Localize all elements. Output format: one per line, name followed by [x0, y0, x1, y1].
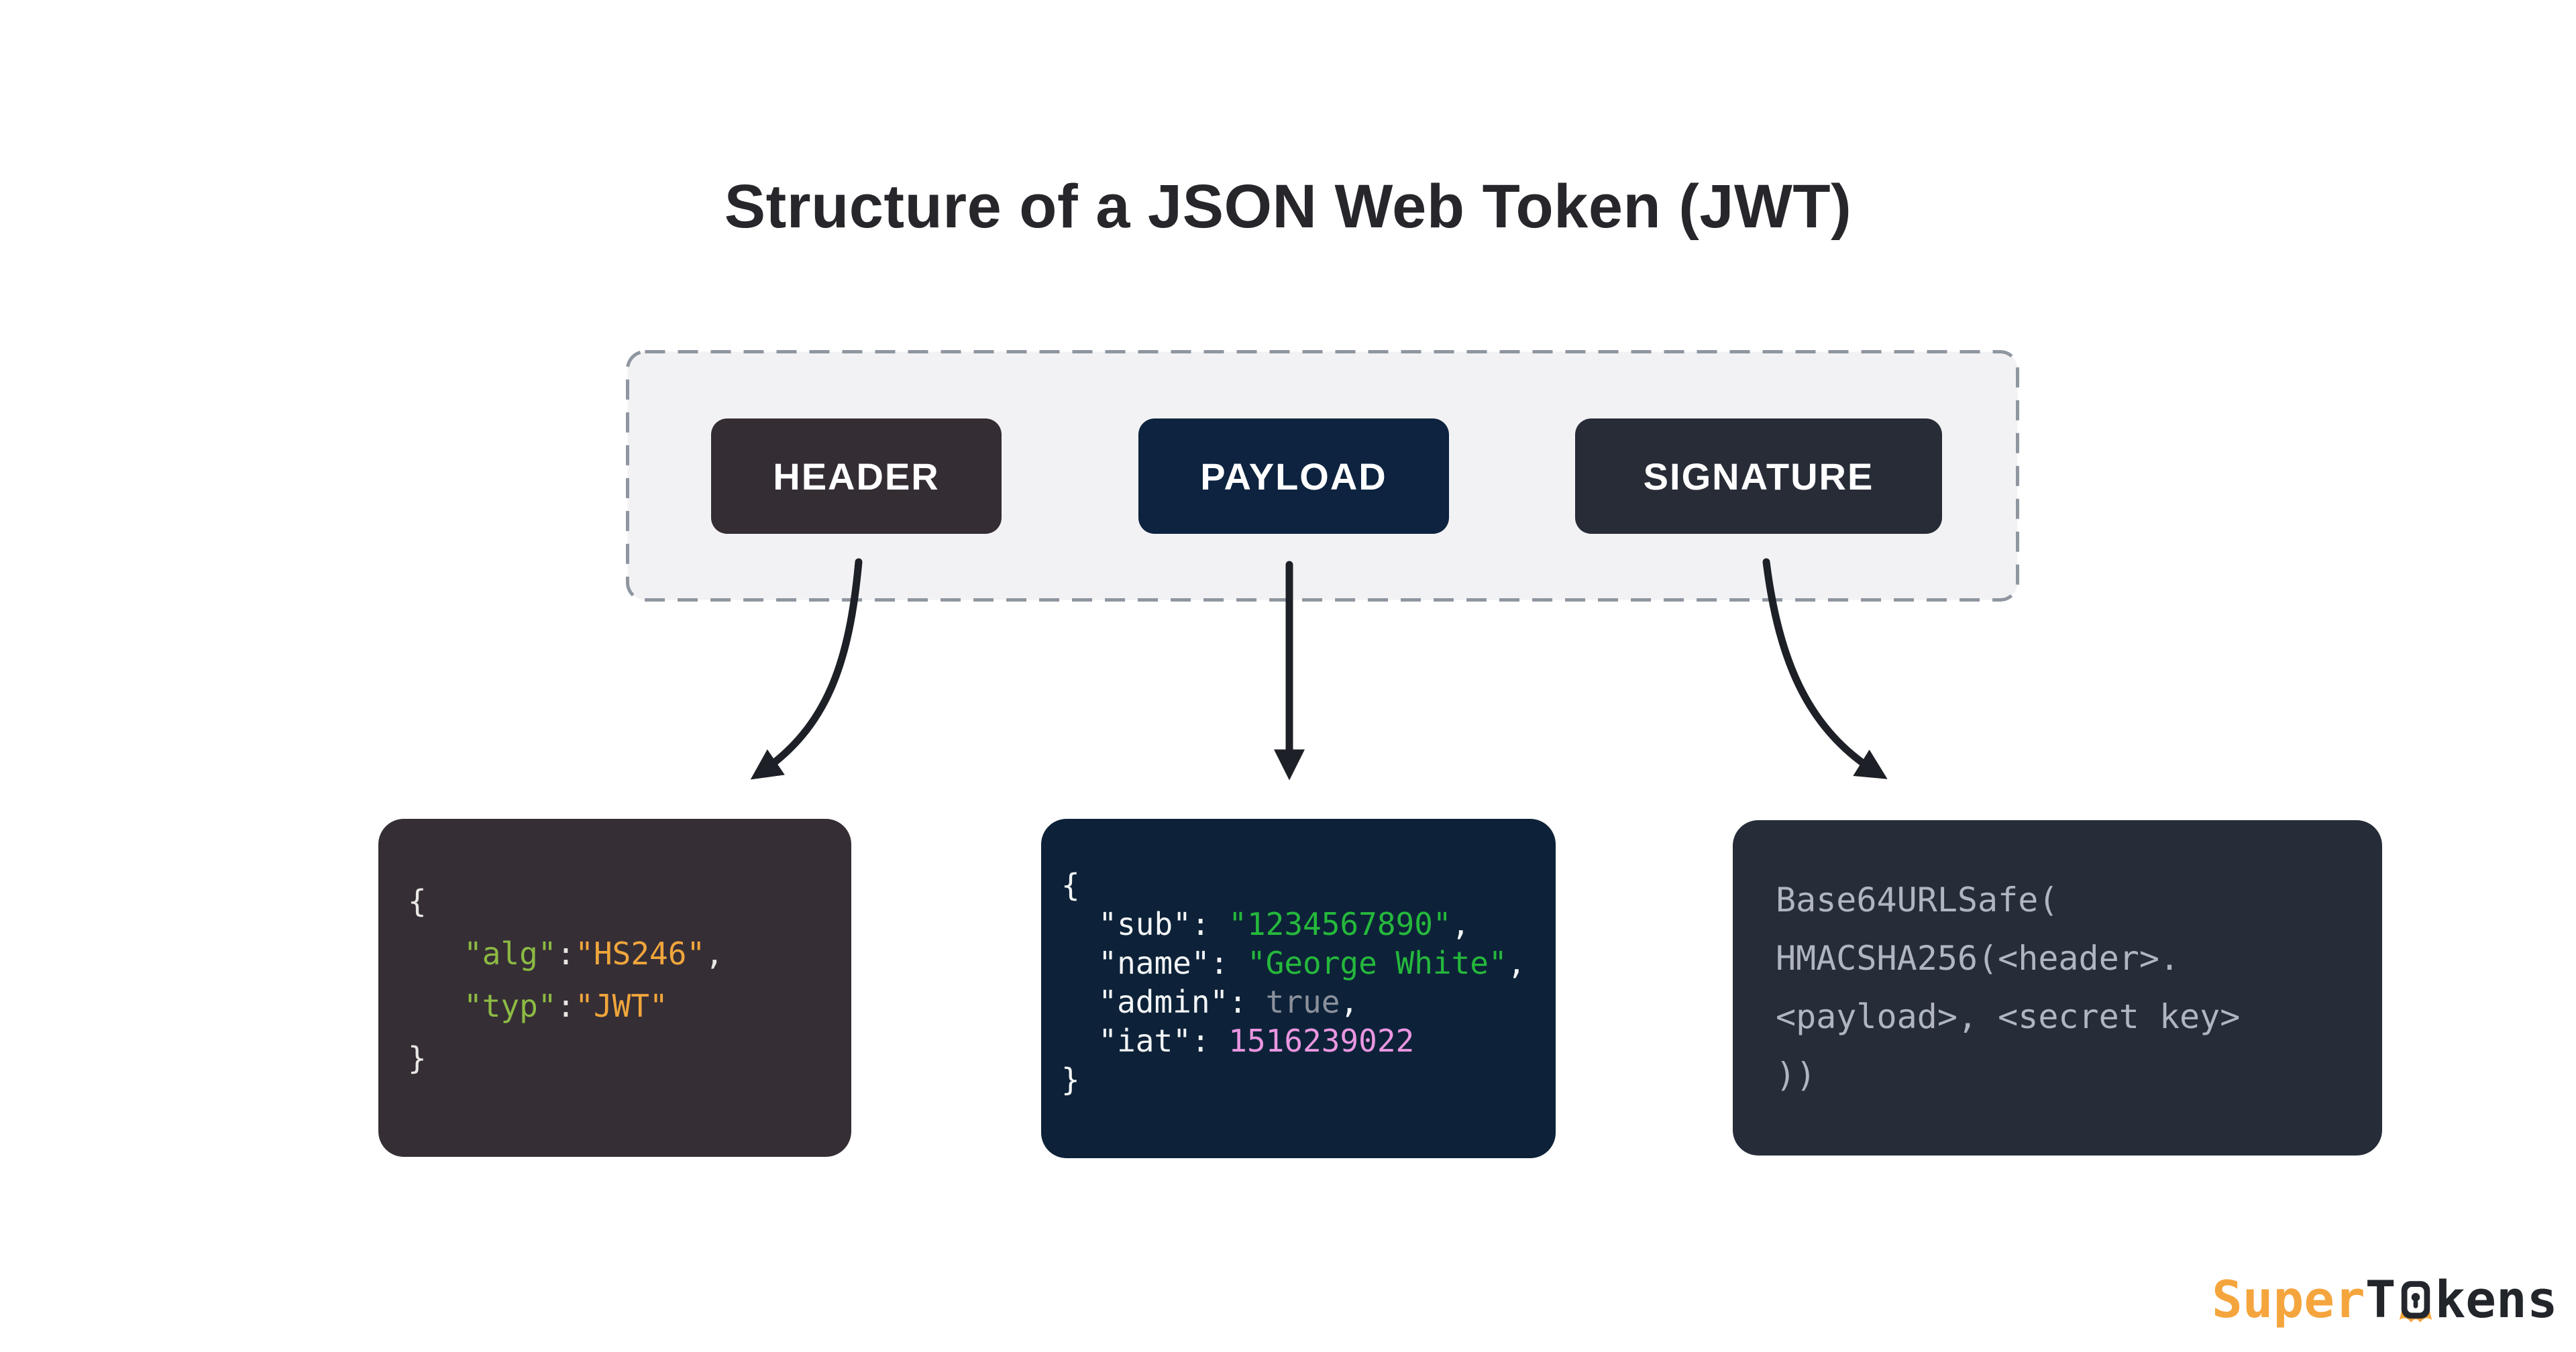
code-line: "alg":"HS246", [408, 927, 838, 980]
code-token: : [1191, 1023, 1229, 1059]
code-token: "sub" [1098, 906, 1191, 942]
code-token: : [1228, 984, 1266, 1020]
page-title: Structure of a JSON Web Token (JWT) [724, 172, 1852, 241]
code-token [1061, 906, 1098, 942]
code-line: "iat": 1516239022 [1061, 1021, 1542, 1060]
code-token: "alg" [464, 936, 557, 972]
code-line: } [408, 1032, 838, 1084]
code-token: Base64URLSafe( [1776, 881, 2059, 919]
code-token: <payload>, <secret key> [1776, 997, 2241, 1036]
code-token: "iat" [1098, 1023, 1191, 1059]
code-token: , [1340, 984, 1359, 1020]
code-line: { [408, 875, 838, 927]
arrow-header [750, 558, 863, 780]
code-line: "admin": true, [1061, 982, 1542, 1021]
header-code-box: { "alg":"HS246", "typ":"JWT"} [378, 819, 851, 1157]
code-token [1061, 984, 1098, 1020]
code-token: 1516239022 [1228, 1023, 1415, 1059]
code-line: { [1061, 866, 1542, 905]
code-line: <payload>, <secret key> [1776, 988, 2369, 1046]
code-line: } [1061, 1060, 1542, 1099]
code-token: { [408, 883, 427, 919]
part-pill-signature: SIGNATURE [1575, 418, 1942, 534]
code-line: "typ":"JWT" [408, 980, 838, 1032]
part-pill-payload: PAYLOAD [1138, 418, 1449, 534]
code-token: true [1265, 984, 1340, 1020]
code-line: HMACSHA256(<header>. [1776, 929, 2369, 988]
code-token: : [556, 988, 576, 1024]
code-token: "JWT" [575, 988, 668, 1024]
code-token [1061, 945, 1098, 981]
code-token: )) [1776, 1056, 1817, 1094]
code-token: , [705, 936, 724, 972]
code-token [408, 988, 464, 1024]
logo-text-kens: kens [2434, 1270, 2558, 1329]
lock-icon [2399, 1280, 2432, 1322]
code-token: HMACSHA256(<header>. [1776, 939, 2180, 978]
code-token: { [1061, 867, 1080, 903]
supertokens-logo: Super T kens [2212, 1270, 2558, 1329]
signature-code-box: Base64URLSafe( HMACSHA256(<header>. <paylo… [1733, 820, 2382, 1156]
logo-text-super: Super [2212, 1270, 2365, 1329]
logo-text-t: T [2365, 1270, 2396, 1329]
code-token: "George White" [1246, 945, 1507, 981]
code-token: "typ" [464, 988, 557, 1024]
code-token: , [1451, 906, 1470, 942]
code-token: "name" [1098, 945, 1210, 981]
code-token: } [408, 1040, 427, 1076]
part-pill-header: HEADER [711, 418, 1002, 534]
code-line: "sub": "1234567890", [1061, 905, 1542, 944]
code-token: : [556, 936, 576, 972]
code-token [1061, 1023, 1098, 1059]
code-line: )) [1776, 1046, 2369, 1105]
code-token: , [1507, 945, 1526, 981]
code-line: Base64URLSafe( [1776, 871, 2369, 929]
payload-code-box: { "sub": "1234567890", "name": "George W… [1041, 819, 1556, 1158]
arrow-signature [1762, 558, 1888, 779]
code-token: : [1191, 906, 1229, 942]
code-token: "admin" [1098, 984, 1229, 1020]
code-line: "name": "George White", [1061, 944, 1542, 982]
code-token: } [1061, 1062, 1080, 1098]
code-token [408, 936, 464, 972]
code-token: "1234567890" [1228, 906, 1452, 942]
code-token: : [1210, 945, 1247, 981]
code-token: "HS246" [575, 936, 706, 972]
